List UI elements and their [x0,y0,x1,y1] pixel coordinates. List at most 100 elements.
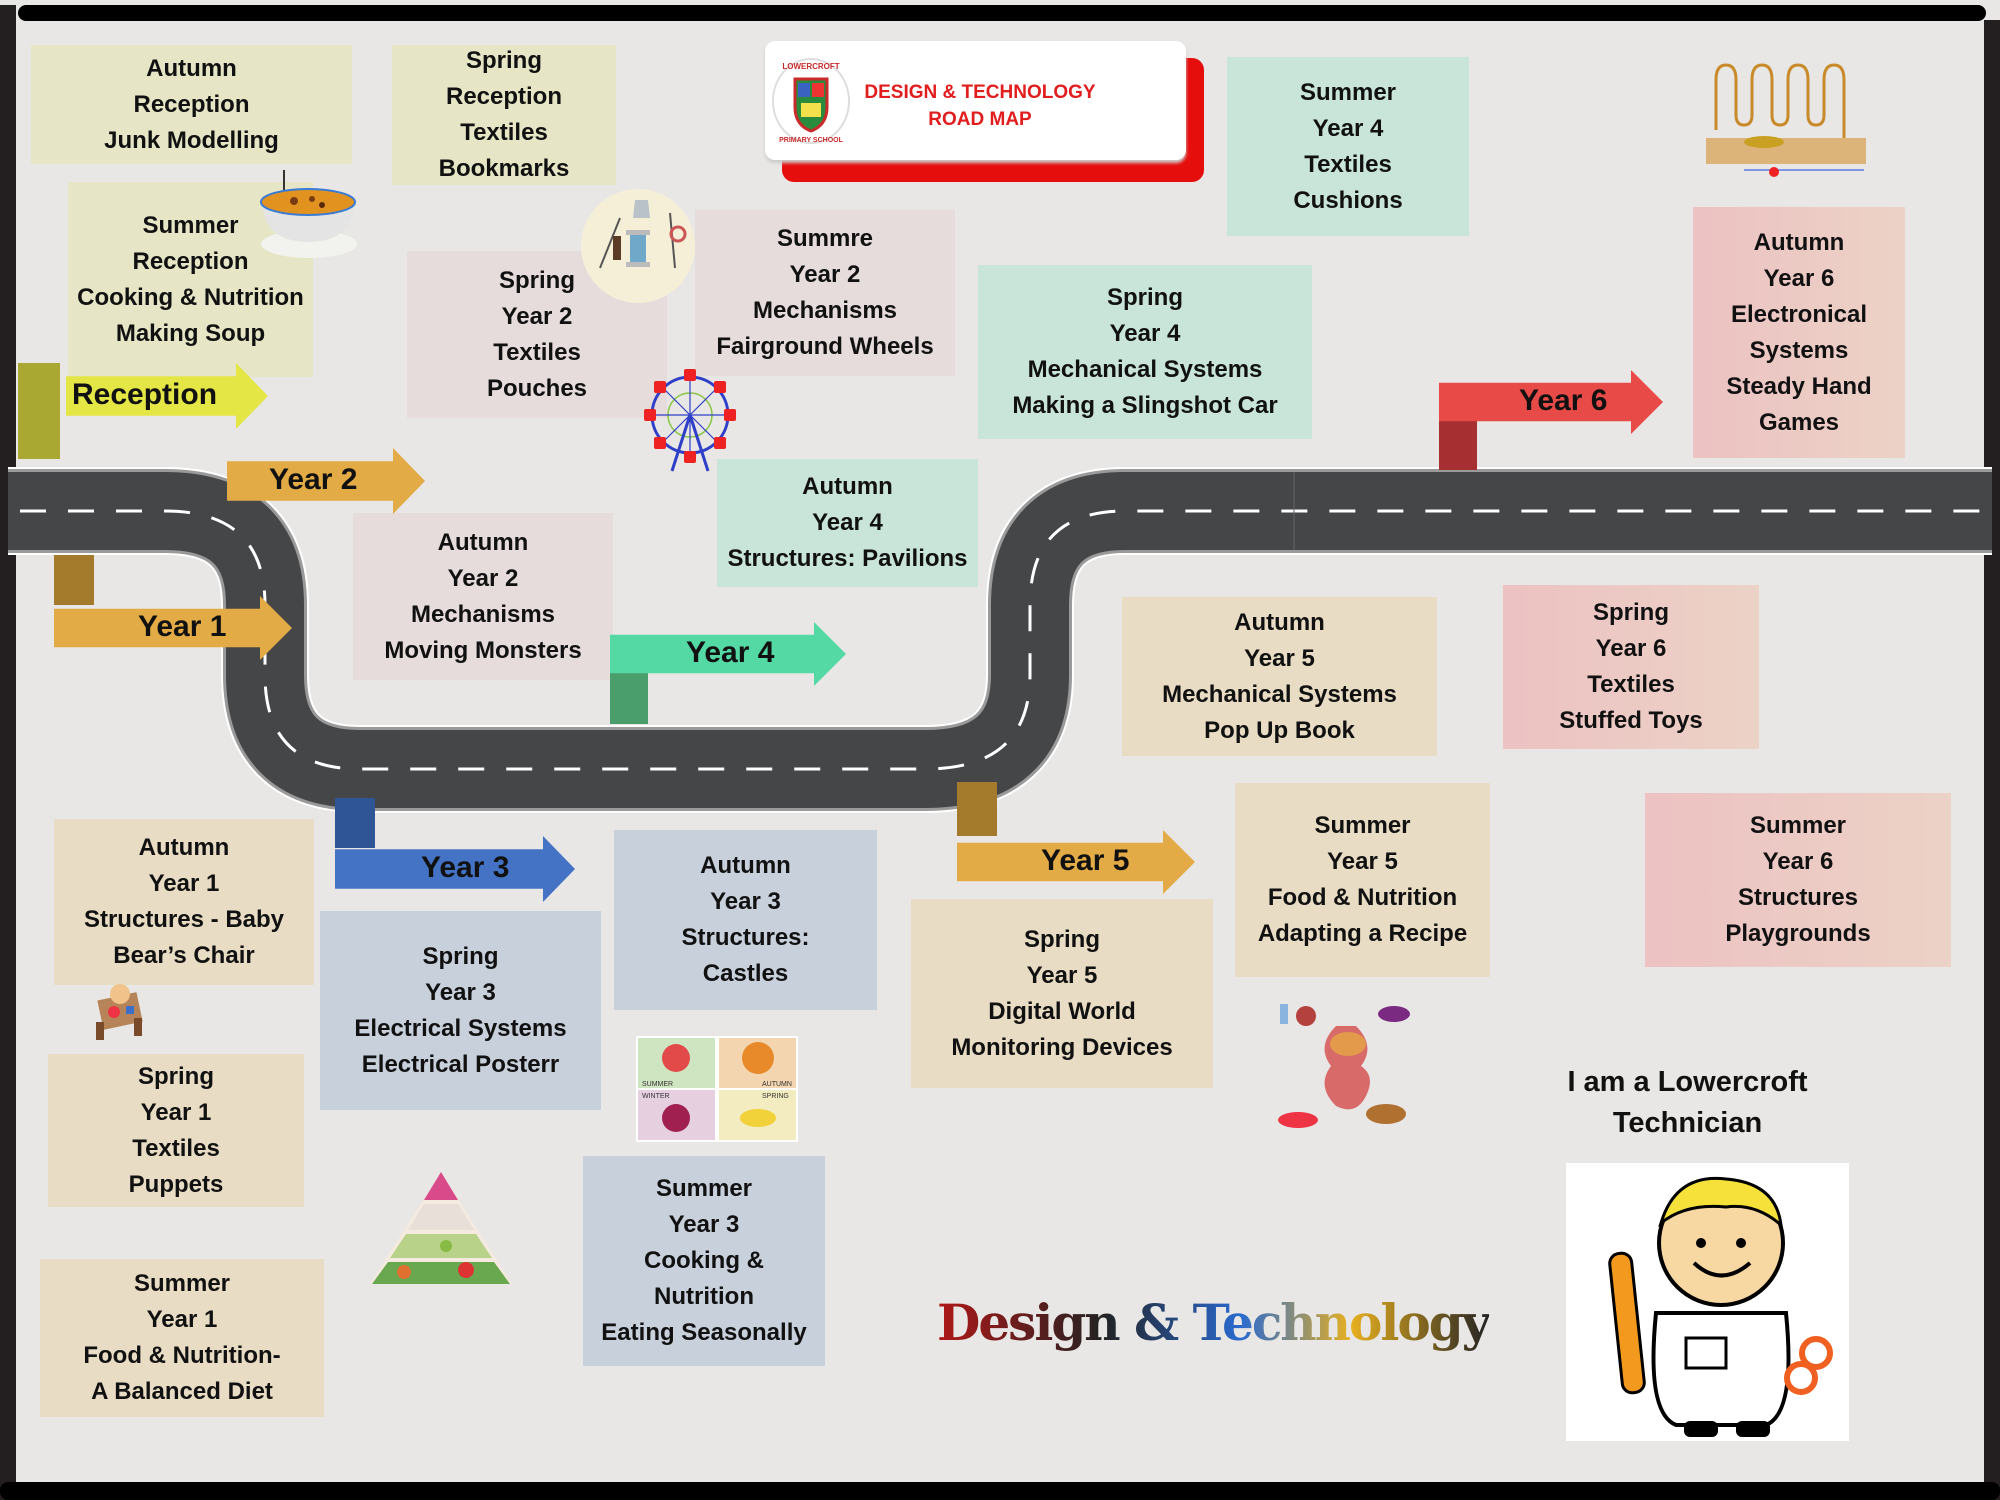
arrow-label-year6: Year 6 [1519,384,1608,417]
topic-term: Summre [776,225,874,252]
topic-line: Junk Modelling [104,126,279,154]
arrow-year3 [335,836,575,902]
topic-term: Autumn [1234,608,1325,636]
topic-line: Bear’s Chair [113,942,255,969]
arrow-stem-year5 [957,782,997,836]
topic-line: Pouches [486,374,588,402]
arrow-label-year4: Year 4 [686,636,775,669]
topic-line: Mechanisms [410,600,556,628]
topic-line: Textiles [493,338,581,366]
technician-illustration [1566,1163,1849,1441]
topic-line: Food & Nutrition [1267,884,1458,911]
topic-line: Year 1 [146,1306,218,1333]
topic-line: Bookmarks [438,155,570,182]
topic-line: Structures [1737,884,1859,911]
topic-line: Structures - Baby [83,906,285,933]
topic-line: Adapting a Recipe [1257,920,1468,947]
topic-line: Fairground Wheels [716,333,934,360]
topic-term: Autumn [138,834,230,861]
topic-line: Year 1 [140,1098,212,1126]
topic-line: Systems [1749,336,1849,364]
topic-line: Reception [132,247,249,275]
topic-line: Reception [445,83,562,110]
arrow-year6 [1439,370,1663,434]
arrow-stem-year3 [335,798,375,848]
header-card: LOWERCROFT PRIMARY SCHOOL DESIGN & TECHN… [765,41,1186,160]
food-pyramid-icon [370,1172,512,1284]
topic-line: Electrical Systems [354,1014,567,1042]
frame-top-bar [18,5,1986,21]
soup-bowl-icon [260,170,357,258]
page-title: DESIGN & TECHNOLOGY ROAD MAP [855,79,1105,133]
season-label-autumn: AUTUMN [762,1081,792,1088]
topic-line: Year 3 [425,978,496,1006]
frame-right-bar [1984,20,2000,1500]
topic-line: Reception [133,90,250,118]
topic-line: Structures: [681,924,810,951]
topic-term: Summer [1299,78,1397,106]
topic-term: Spring [466,47,542,74]
topic-line: Puppets [128,1170,224,1198]
technician-line-1: I am a Lowercroft [1567,1066,1808,1098]
topic-line: Eating Seasonally [601,1319,807,1346]
title-line-2: ROAD MAP [928,109,1032,130]
arrow-year2 [227,448,425,514]
arrow-label-year1: Year 1 [138,610,227,643]
topic-line: Making Soup [115,319,266,347]
arrow-reception [66,363,268,429]
steady-hand-game-icon [1706,63,1866,177]
topic-line: Making a Slingshot Car [1012,392,1278,419]
season-label-summer: SUMMER [642,1081,673,1088]
arrow-year4 [610,622,846,686]
topic-line: Year 4 [1109,320,1181,347]
frame-left-bar [0,5,16,1500]
topic-line: Year 6 [1762,848,1834,875]
arrow-label-year2: Year 2 [269,463,358,496]
topic-line: Playgrounds [1725,920,1871,947]
topic-line: A Balanced Diet [91,1378,273,1405]
topic-line: Year 1 [148,870,220,897]
svg-text:LOWERCROFT: LOWERCROFT [782,62,839,71]
arrow-label-year3: Year 3 [421,851,510,884]
topic-line: Textiles [1304,150,1392,178]
topic-term: Autumn [700,852,791,879]
design-technology-logo: Design & Technology [937,1293,1491,1352]
topic-term: Spring [1024,925,1100,953]
topic-line: Textiles [132,1134,220,1162]
topic-line: Pop Up Book [1204,716,1355,744]
topic-term: Autumn [146,54,237,82]
topic-line: Textiles [460,119,548,146]
topic-line: Cooking & Nutrition [77,283,304,311]
topic-line: Monitoring Devices [951,1033,1173,1061]
digestive-system-food-icon [1278,1004,1410,1128]
topic-term: Autumn [802,473,893,500]
topic-line: Year 2 [789,261,861,288]
arrow-label-reception: Reception [72,378,218,411]
topic-line: Year 3 [710,888,781,915]
technician-heading: I am a Lowercroft Technician [1540,1062,1835,1144]
topic-line: Year 5 [1327,848,1398,875]
topic-term: Spring [138,1062,214,1090]
topic-line: Year 6 [1595,635,1667,662]
topic-line: Moving Monsters [384,636,582,664]
topic-line: Cooking & [644,1247,764,1274]
topic-line: Textiles [1587,671,1675,698]
topic-line: Electronical [1730,300,1868,328]
topic-term: Spring [422,942,499,970]
topic-line: Mechanical Systems [1027,356,1263,383]
topic-term: Spring [1107,284,1183,311]
